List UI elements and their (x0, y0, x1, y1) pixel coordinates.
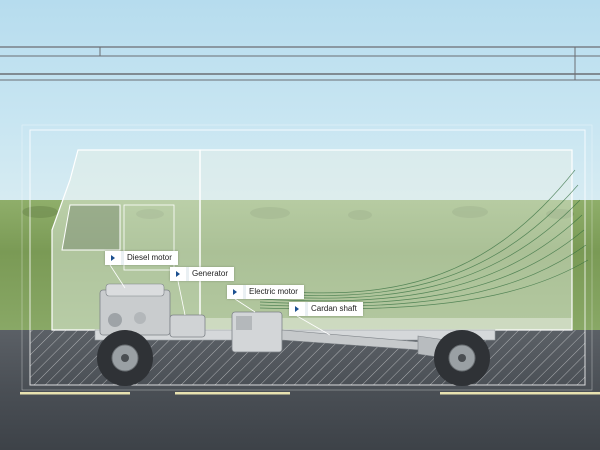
callout-label: Electric motor (249, 287, 298, 296)
rear-wheel (434, 330, 490, 386)
generator-unit (169, 314, 206, 338)
trailer-box (199, 149, 573, 331)
cardan-shaft (281, 329, 446, 359)
chevron-right-icon (170, 267, 186, 281)
callout-generator: Generator (170, 267, 235, 281)
chevron-right-icon (289, 302, 305, 316)
callout-electric-motor: Electric motor (227, 285, 304, 299)
chevron-right-icon (105, 251, 121, 265)
label-leader-lines (109, 264, 331, 336)
callout-cardan-shaft: Cardan shaft (289, 302, 363, 316)
diesel-engine (99, 283, 171, 336)
callout-label: Diesel motor (127, 253, 172, 262)
callout-label: Generator (192, 269, 229, 278)
callout-diesel-motor: Diesel motor (105, 251, 178, 265)
chevron-right-icon (227, 285, 243, 299)
callout-label: Cardan shaft (311, 304, 357, 313)
road-markings (20, 392, 600, 395)
front-wheel (97, 330, 153, 386)
overhead-catenary-lines (0, 46, 600, 81)
electric-motor-unit (231, 311, 283, 353)
